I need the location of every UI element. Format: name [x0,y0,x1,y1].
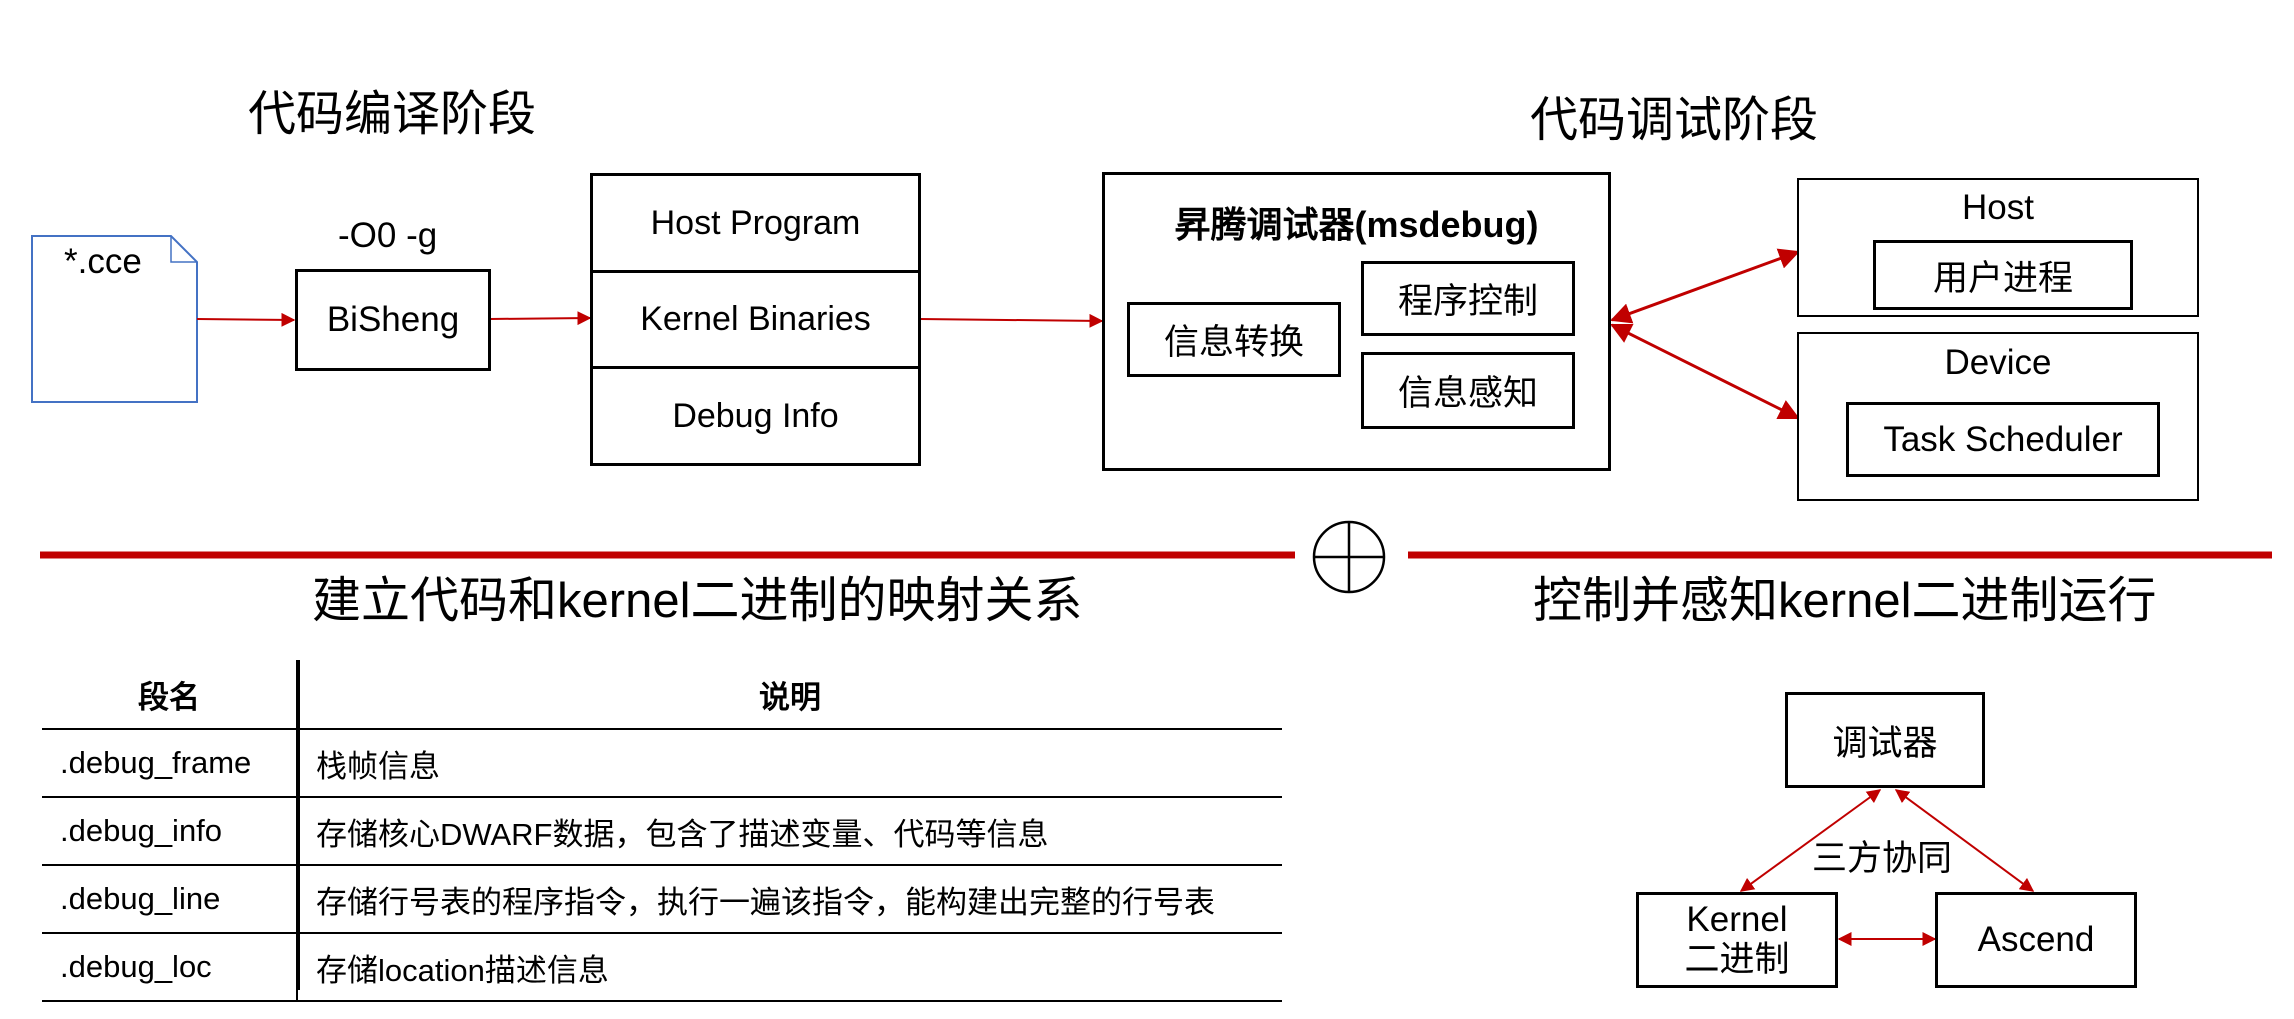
device-label: Device [1944,343,2052,382]
user-process-box: 用户进程 [1873,240,2133,310]
source-file-label: *.cce [64,242,142,281]
debugger-box: 调试器 [1785,692,1985,788]
program-control-box: 程序控制 [1361,261,1575,336]
ascend-label: Ascend [1977,920,2095,959]
info-sense-box: 信息感知 [1361,352,1575,429]
file-icon [31,235,198,403]
compile-stage-title: 代码编译阶段 [248,88,537,141]
compiler-flags: -O0 -g [338,216,438,255]
table-column-divider [298,660,300,990]
debug-sections-table: 段名 说明 .debug_frame 栈帧信息 .debug_info 存储核心… [42,660,1282,1002]
task-scheduler-label: Task Scheduler [1883,419,2123,459]
msdebug-title: 昇腾调试器(msdebug) [1174,204,1539,245]
host-label: Host [1962,188,2034,227]
arrow-debugger-kernel [1739,789,1882,892]
host-program-box: Host Program [590,173,921,273]
arrow-file-to-bisheng [196,312,296,327]
arrow-debugger-host [1610,248,1800,324]
arrow-binary-to-debugger [919,313,1104,328]
control-section-title: 控制并感知kernel二进制运行 [1533,574,2157,628]
host-program-label: Host Program [650,203,861,242]
arrow-debugger-ascend [1894,789,2035,892]
table-row: .debug_frame 栈帧信息 [42,729,1282,798]
kernel-binary-box: Kernel 二进制 [1636,892,1838,988]
arrow-bisheng-to-binary [489,311,592,326]
debug-info-box: Debug Info [590,366,921,466]
program-control-label: 程序控制 [1397,282,1538,321]
section-name-cell: .debug_frame [42,729,298,798]
task-scheduler-box: Task Scheduler [1846,402,2160,477]
info-sense-label: 信息感知 [1397,374,1538,413]
kernel-label-line1: Kernel [1686,899,1788,939]
circle-plus-icon [1312,520,1386,594]
table-header-row: 段名 说明 [42,660,1282,730]
arrow-debugger-device [1610,323,1800,420]
section-name-cell: .debug_line [42,865,298,934]
section-name-cell: .debug_loc [42,933,298,1002]
section-description-cell: 存储location描述信息 [297,933,1282,1002]
bisheng-label: BiSheng [326,300,460,339]
table-header-section-name: 段名 [42,660,298,730]
bisheng-compiler-box: BiSheng [295,269,491,371]
debug-info-label: Debug Info [672,396,839,435]
user-process-label: 用户进程 [1932,258,2073,298]
section-name-cell: .debug_info [42,797,298,866]
mapping-section-title: 建立代码和kernel二进制的映射关系 [312,574,1083,628]
info-convert-label: 信息转换 [1163,323,1304,362]
table-row: .debug_line 存储行号表的程序指令，执行一遍该指令，能构建出完整的行号… [42,865,1282,934]
section-description-cell: 存储行号表的程序指令，执行一遍该指令，能构建出完整的行号表 [297,865,1282,934]
table-row: .debug_info 存储核心DWARF数据，包含了描述变量、代码等信息 [42,797,1282,866]
info-convert-box: 信息转换 [1127,302,1341,377]
section-description-cell: 存储核心DWARF数据，包含了描述变量、代码等信息 [297,797,1282,866]
ascend-box: Ascend [1935,892,2137,988]
debug-stage-title: 代码调试阶段 [1530,94,1819,147]
table-row: .debug_loc 存储location描述信息 [42,933,1282,1002]
debugger-label: 调试器 [1832,723,1938,763]
kernel-binaries-box: Kernel Binaries [590,270,921,369]
kernel-label-line2: 二进制 [1684,940,1790,979]
kernel-binaries-label: Kernel Binaries [640,300,871,338]
section-description-cell: 栈帧信息 [297,729,1282,798]
table-header-description: 说明 [297,660,1282,730]
collaboration-label: 三方协同 [1812,839,1953,878]
